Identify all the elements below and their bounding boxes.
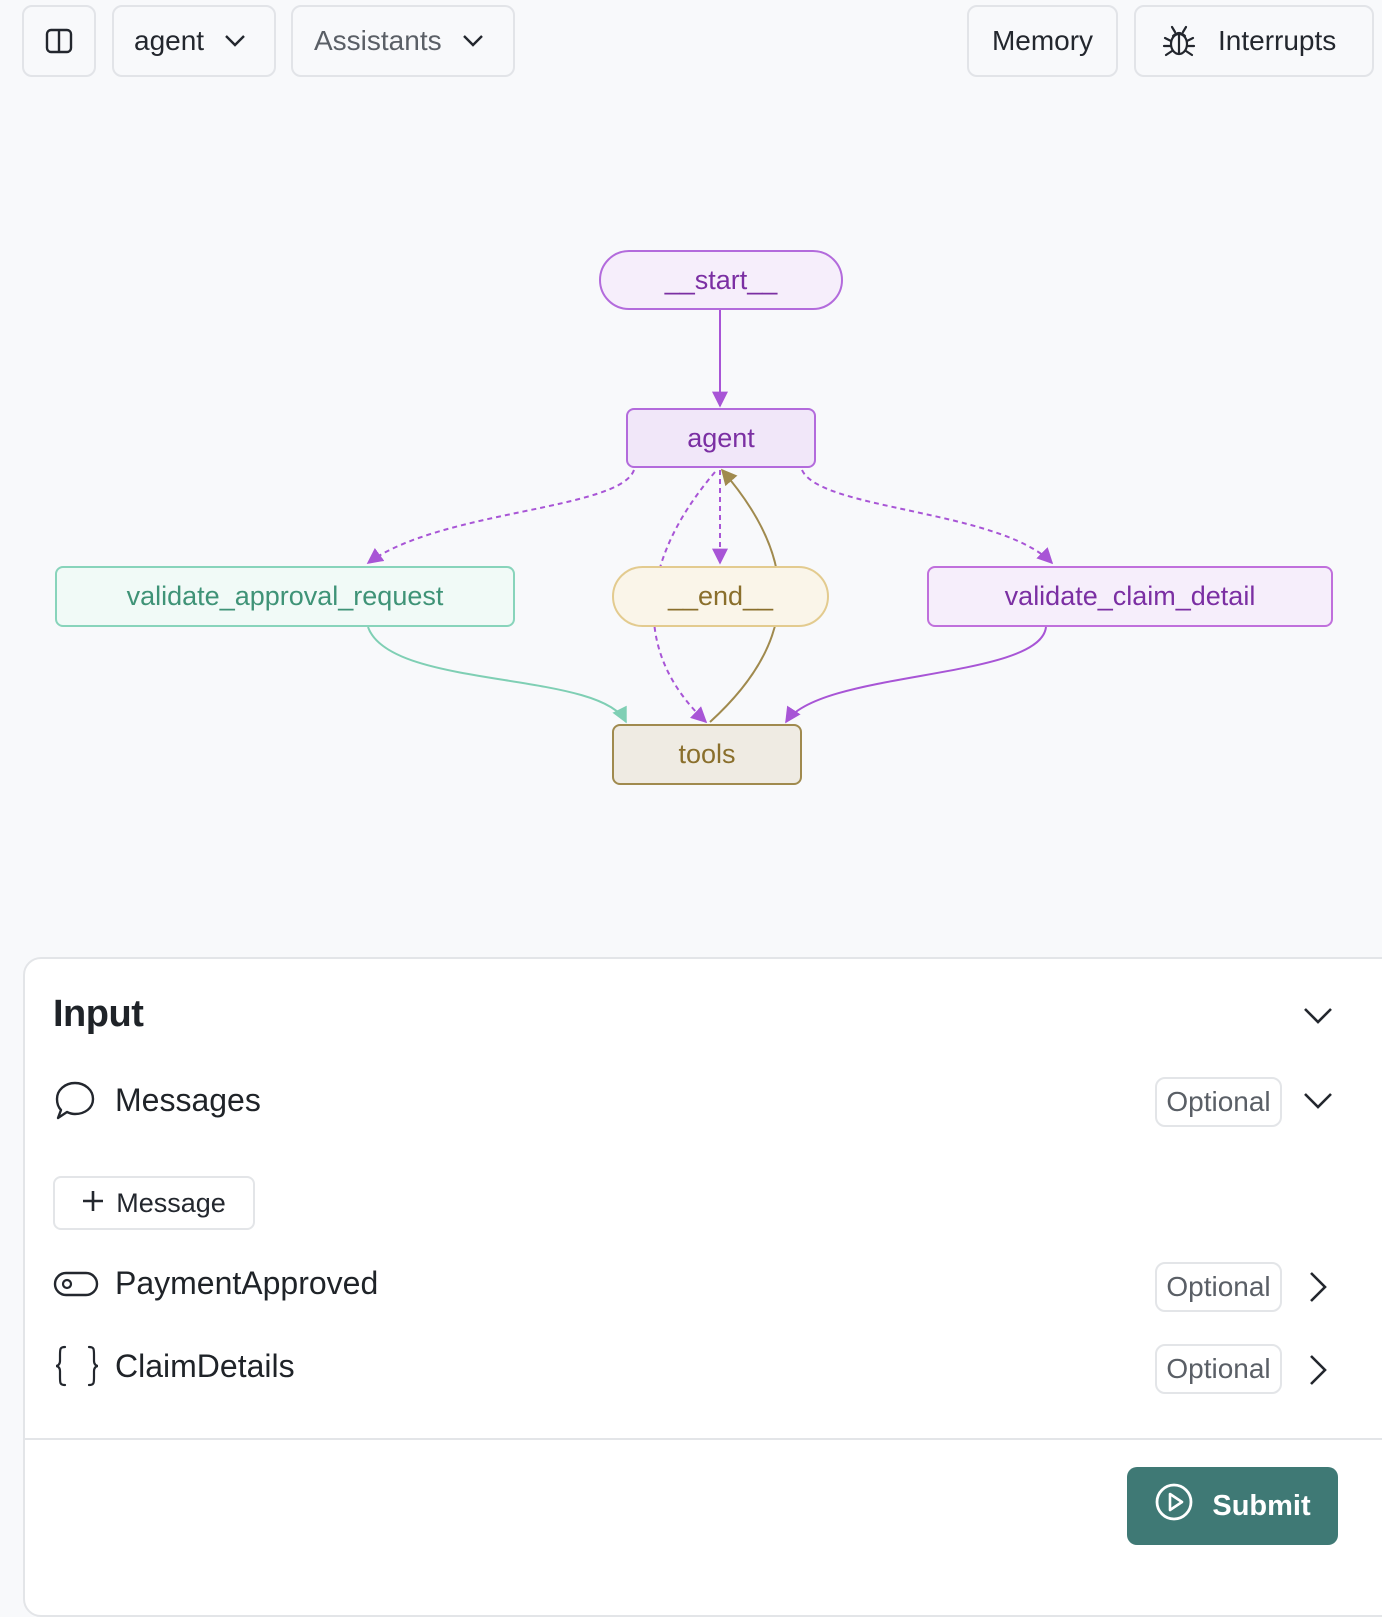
memory-label: Memory (991, 25, 1094, 56)
node-end[interactable]: __end__ (612, 566, 829, 627)
panel-divider (25, 1438, 1382, 1440)
chevron-down-icon (224, 34, 246, 48)
claim-optional-badge: Optional (1155, 1344, 1282, 1394)
input-panel: Input Messages Optional Message PaymentA… (23, 957, 1382, 1617)
node-validate-claim-label: validate_claim_detail (1004, 581, 1256, 611)
interrupts-label: Interrupts (1218, 25, 1337, 56)
edge-agent-validate-claim (801, 469, 1054, 565)
edge-validate-approval-tools (367, 626, 627, 724)
claim-details-label: ClaimDetails (115, 1348, 295, 1384)
graph-select-value: agent (134, 25, 205, 56)
edge-agent-validate-approval (366, 469, 635, 564)
sidebar-toggle-button[interactable] (22, 5, 96, 77)
sidebar-panel-icon (45, 27, 73, 55)
payment-optional-badge: Optional (1155, 1262, 1282, 1312)
chevron-down-icon (462, 34, 484, 48)
submit-label: Submit (1212, 1489, 1311, 1522)
add-message-button[interactable]: Message (53, 1176, 255, 1230)
chat-bubble-icon (53, 1079, 97, 1128)
payment-approved-label: PaymentApproved (115, 1265, 379, 1301)
messages-label: Messages (115, 1082, 261, 1118)
node-validate-approval-label: validate_approval_request (126, 581, 444, 611)
assistants-select[interactable]: Assistants (291, 5, 515, 77)
play-circle-icon (1154, 1482, 1194, 1530)
node-validate-approval-request[interactable]: validate_approval_request (55, 566, 515, 627)
memory-button[interactable]: Memory (967, 5, 1118, 77)
node-tools[interactable]: tools (612, 724, 802, 785)
node-start[interactable]: __start__ (599, 250, 843, 310)
node-start-label: __start__ (664, 264, 778, 295)
toggle-icon (53, 1270, 99, 1303)
collapse-chevron-icon[interactable] (1303, 1007, 1333, 1030)
chevron-down-icon[interactable] (1303, 1092, 1333, 1115)
node-agent[interactable]: agent (626, 408, 816, 468)
interrupts-button[interactable]: Interrupts (1134, 5, 1374, 77)
graph-select[interactable]: agent (112, 5, 276, 77)
node-validate-claim-detail[interactable]: validate_claim_detail (927, 566, 1333, 627)
node-agent-label: agent (687, 422, 755, 453)
edge-validate-claim-tools (785, 626, 1047, 724)
submit-button[interactable]: Submit (1127, 1467, 1338, 1545)
plus-icon (82, 1188, 104, 1219)
braces-icon (55, 1345, 99, 1392)
bug-icon (1162, 24, 1196, 58)
node-tools-label: tools (678, 739, 736, 769)
messages-optional-badge: Optional (1155, 1077, 1282, 1127)
input-panel-title: Input (53, 993, 144, 1035)
assistants-select-value: Assistants (314, 25, 442, 56)
chevron-right-icon[interactable] (1309, 1271, 1327, 1308)
add-message-label: Message (116, 1187, 226, 1218)
node-end-label: __end__ (667, 581, 774, 611)
chevron-right-icon[interactable] (1309, 1354, 1327, 1391)
